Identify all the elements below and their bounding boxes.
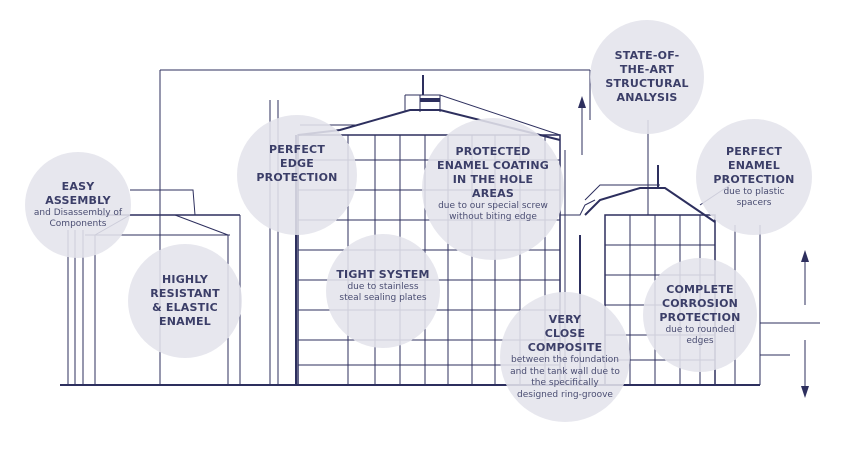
feature-complete-corrosion: COMPLETE CORROSION PROTECTION due to rou…: [643, 258, 757, 372]
feature-subtitle: due to stainless steal sealing plates: [339, 281, 427, 304]
feature-subtitle: due to rounded edges: [665, 324, 735, 347]
feature-title: PROTECTED ENAMEL COATING IN THE HOLE ARE…: [437, 144, 549, 200]
feature-subtitle: and Disassembly of Components: [33, 207, 123, 230]
feature-title: PERFECT EDGE PROTECTION: [256, 143, 338, 184]
feature-perfect-edge: PERFECT EDGE PROTECTION: [237, 115, 357, 235]
feature-title: TIGHT SYSTEM: [336, 267, 430, 281]
feature-protected-enamel: PROTECTED ENAMEL COATING IN THE HOLE ARE…: [422, 118, 564, 260]
feature-very-close-composite: VERY CLOSE COMPOSITE between the foundat…: [500, 292, 630, 422]
feature-tight-system: TIGHT SYSTEM due to stainless steal seal…: [326, 234, 440, 348]
feature-title: PERFECT ENAMEL PROTECTION: [713, 144, 795, 186]
feature-title: HIGHLY RESISTANT & ELASTIC ENAMEL: [150, 273, 220, 328]
feature-easy-assembly: EASY ASSEMBLY and Disassembly of Compone…: [25, 152, 131, 258]
feature-title: EASY ASSEMBLY: [45, 179, 111, 207]
feature-title: COMPLETE CORROSION PROTECTION: [659, 282, 741, 324]
feature-title: VERY CLOSE COMPOSITE: [527, 313, 603, 354]
feature-state-of-the-art: STATE-OF-THE-ART STRUCTURAL ANALYSIS: [590, 20, 704, 134]
feature-subtitle: due to our special screw without biting …: [438, 200, 548, 223]
feature-title: STATE-OF-THE-ART STRUCTURAL ANALYSIS: [605, 49, 689, 104]
feature-perfect-enamel: PERFECT ENAMEL PROTECTION due to plastic…: [696, 119, 812, 235]
feature-subtitle: due to plastic spacers: [723, 186, 785, 209]
feature-subtitle: between the foundation and the tank wall…: [510, 355, 620, 400]
feature-highly-resistant: HIGHLY RESISTANT & ELASTIC ENAMEL: [128, 244, 242, 358]
